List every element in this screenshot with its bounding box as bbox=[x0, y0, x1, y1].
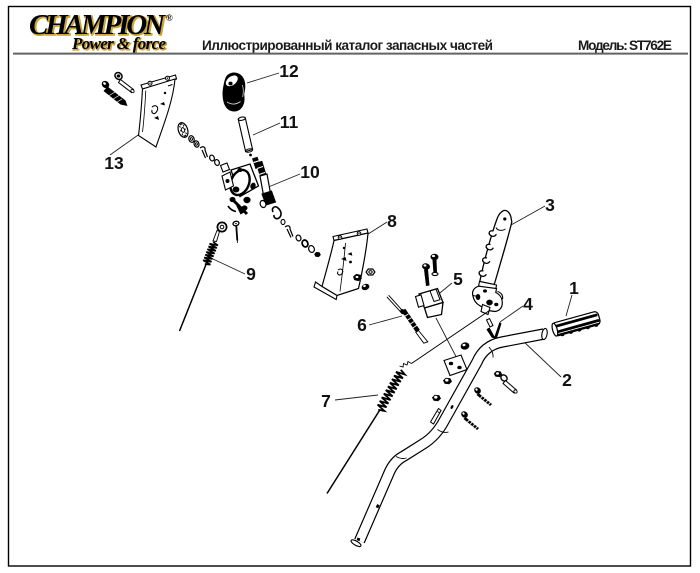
svg-text:12: 12 bbox=[279, 61, 299, 81]
svg-text:Power & force: Power & force bbox=[72, 35, 167, 54]
svg-text:2: 2 bbox=[562, 370, 572, 390]
svg-text:Иллюстрированный каталог запас: Иллюстрированный каталог запасных частей bbox=[202, 38, 493, 53]
svg-text:13: 13 bbox=[104, 153, 124, 173]
svg-text:®: ® bbox=[166, 13, 173, 23]
svg-text:Power & force: Power & force bbox=[71, 34, 166, 53]
svg-text:11: 11 bbox=[280, 112, 299, 132]
svg-text:3: 3 bbox=[545, 195, 555, 215]
svg-text:8: 8 bbox=[387, 211, 397, 231]
svg-text:9: 9 bbox=[246, 264, 256, 284]
svg-text:4: 4 bbox=[523, 294, 533, 314]
svg-text:CHAMPION: CHAMPION bbox=[29, 9, 166, 41]
svg-text:7: 7 bbox=[321, 391, 331, 411]
svg-text:CHAMPION: CHAMPION bbox=[30, 10, 167, 42]
svg-text:10: 10 bbox=[300, 162, 320, 182]
svg-text:6: 6 bbox=[357, 315, 367, 335]
svg-text:Модель: ST762E: Модель: ST762E bbox=[578, 38, 672, 53]
svg-text:1: 1 bbox=[569, 278, 579, 298]
svg-text:5: 5 bbox=[453, 269, 463, 289]
